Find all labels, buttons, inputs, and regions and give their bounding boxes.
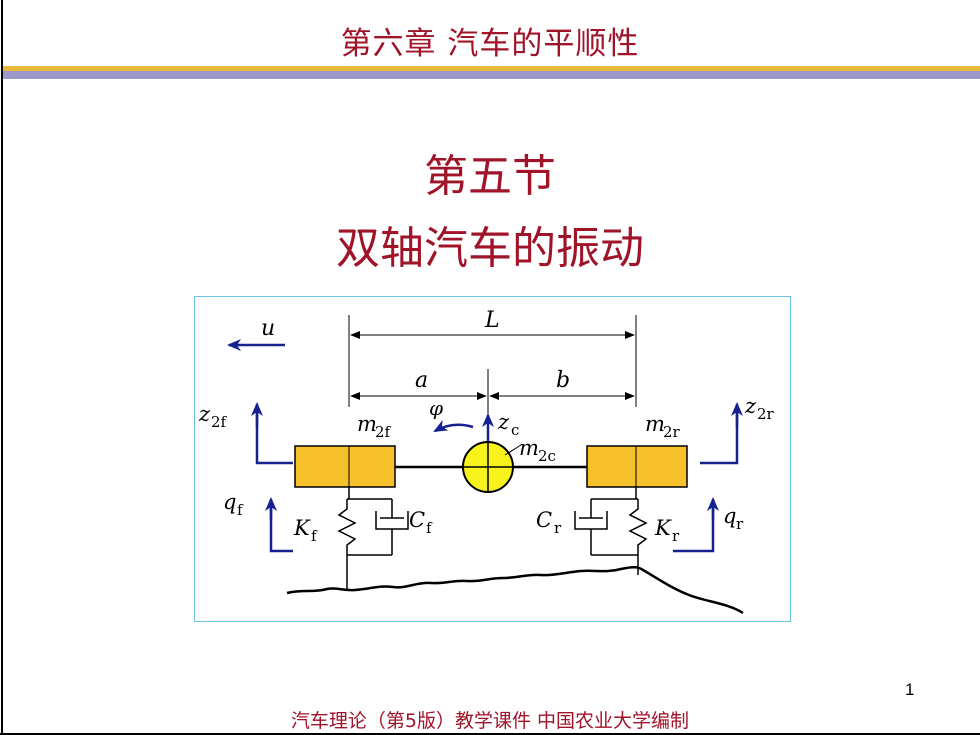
label-qr: q <box>723 504 736 528</box>
label-zc: z <box>497 410 510 434</box>
diagram-svg: u L a b z 2f m 2f <box>198 308 775 615</box>
label-Kr-sub: r <box>672 527 680 545</box>
label-Kf-sub: f <box>311 527 318 545</box>
bottom-border-line <box>0 733 980 735</box>
label-L: L <box>484 308 500 333</box>
label-Cr: C <box>536 508 552 532</box>
label-m2f-sub: 2f <box>375 423 392 441</box>
label-qf: q <box>223 490 236 514</box>
rear-road-input-arrow: q r <box>673 497 744 553</box>
dimension-L: L <box>348 308 637 407</box>
chapter-header: 第六章 汽车的平顺性 <box>340 26 640 62</box>
footer-credit: 汽车理论（第5版）教学课件 中国农业大学编制 <box>290 710 690 732</box>
section-title: 双轴汽车的振动 <box>336 223 644 274</box>
dimension-a-b: a b <box>350 368 635 457</box>
header-band-lavender <box>3 71 980 79</box>
center-sprung-mass: m 2c <box>462 436 556 493</box>
label-a: a <box>415 368 428 393</box>
label-qr-sub: r <box>736 515 744 533</box>
rear-displacement-arrow: z 2r <box>700 394 775 465</box>
label-m2f: m <box>357 412 377 436</box>
label-m2c-sub: 2c <box>538 447 556 465</box>
velocity-arrow: u <box>227 316 285 351</box>
label-u: u <box>261 316 275 341</box>
label-phi: φ <box>429 396 443 420</box>
vehicle-vibration-diagram: u L a b z 2f m 2f <box>194 296 791 622</box>
label-m2r-sub: 2r <box>663 423 681 441</box>
label-zc-sub: c <box>511 421 519 439</box>
front-displacement-arrow: z 2f <box>198 402 293 465</box>
front-road-input-arrow: q f <box>223 490 293 553</box>
label-m2c: m <box>519 436 539 460</box>
road-profile <box>286 566 744 615</box>
front-suspension <box>337 487 409 590</box>
pitch-rotation-arrow: φ <box>429 396 474 433</box>
label-z2r-sub: 2r <box>757 405 775 423</box>
label-Kr: K <box>654 516 672 540</box>
left-border-line <box>1 0 3 735</box>
label-Cr-sub: r <box>554 519 562 537</box>
label-z2f-sub: 2f <box>211 413 228 431</box>
label-z2r: z <box>744 394 757 418</box>
front-unsprung-mass <box>294 445 396 488</box>
label-z2f: z <box>198 402 211 426</box>
label-Kf: K <box>293 516 311 540</box>
label-Cf-sub: f <box>426 519 433 537</box>
label-qf-sub: f <box>237 501 244 519</box>
rear-unsprung-mass <box>586 445 688 488</box>
label-b: b <box>556 368 570 393</box>
section-number: 第五节 <box>424 151 556 202</box>
page-number: 1 <box>905 680 915 699</box>
label-Cf: C <box>409 508 425 532</box>
label-m2r: m <box>645 412 665 436</box>
rear-suspension <box>574 487 648 575</box>
header-band-gold <box>3 66 980 71</box>
